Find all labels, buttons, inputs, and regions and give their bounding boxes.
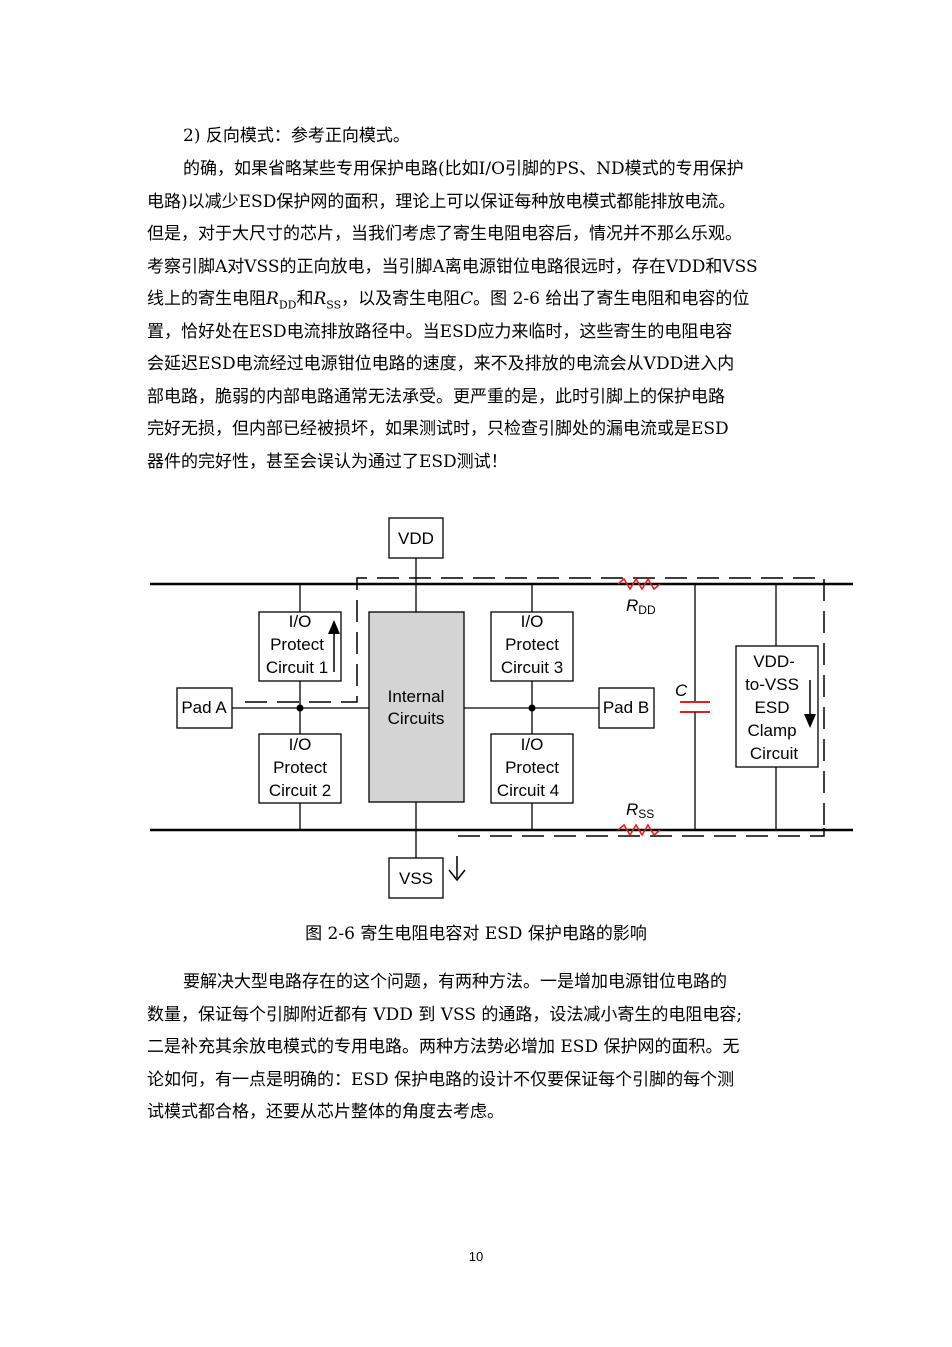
r-ss-resistor <box>617 823 661 837</box>
r-dd-label: RDD <box>626 596 656 617</box>
r-ss-label: RSS <box>626 800 654 821</box>
internal-circuits-label: Internal <box>388 687 445 706</box>
section-item: 2) 反向模式：参考正向模式。 <box>147 120 807 153</box>
paragraph-2: 要解决大型电路存在的这个问题，有两种方法。一是增加电源钳位电路的 数量，保证每个… <box>147 966 807 1129</box>
io3-label: Protect <box>505 635 559 654</box>
paragraph-1-line: 考察引脚A对VSS的正向放电，当引脚A离电源钳位电路很远时，存在VDD和VSS <box>147 256 758 277</box>
paragraph-1-line-rich: 线上的寄生电阻RDD和RSS，以及寄生电阻C。图 2-6 给出了寄生电阻和电容的… <box>147 289 750 312</box>
paragraph-1-line: 完好无损，但内部已经被损坏，如果测试时，只检查引脚处的漏电流或是ESD <box>147 419 729 439</box>
io4-label: Protect <box>505 758 559 777</box>
r-dd-resistor <box>617 577 661 591</box>
io3-label: I/O <box>521 612 544 631</box>
vdd-label: VDD <box>398 529 434 548</box>
io4-label: I/O <box>521 735 544 754</box>
paragraph-1-line: 置，恰好处在ESD电流排放路径中。当ESD应力来临时，这些寄生的电阻电容 <box>147 321 733 342</box>
paragraph-1-line: 部电路，脆弱的内部电路通常无法承受。更严重的是，此时引脚上的保护电路 <box>147 386 725 407</box>
internal-circuits-label: Circuits <box>388 709 445 728</box>
paragraph-1-line: 的确，如果省略某些专用保护电路(比如I/O引脚的PS、ND模式的专用保护 <box>183 159 744 179</box>
clamp-label: Circuit <box>750 744 798 763</box>
vss-label: VSS <box>399 869 433 888</box>
paragraph-1-line: 会延迟ESD电流经过电源钳位电路的速度，来不及排放的电流会从VDD进入内 <box>147 354 735 374</box>
io3-label: Circuit 3 <box>501 658 563 677</box>
io2-label: I/O <box>289 735 312 754</box>
italic-symbol: C <box>460 289 474 309</box>
paragraph-2-line: 论如何，有一点是明确的：ESD 保护电路的设计不仅要保证每个引脚的每个测 <box>147 1069 735 1090</box>
clamp-label: Clamp <box>747 721 796 740</box>
paragraph-1-line: 但是，对于大尺寸的芯片，当我们考虑了寄生电阻电容后，情况并不那么乐观。 <box>147 224 742 244</box>
internal-circuits-box <box>368 611 465 803</box>
subscript: DD <box>278 298 297 312</box>
io-protect-circuit-1 <box>258 611 342 682</box>
esd-discharge-path-top <box>245 577 825 830</box>
clamp-down-arrow-icon <box>804 680 816 728</box>
io1-label: Protect <box>270 635 324 654</box>
paragraph-2-line: 数量，保证每个引脚附近都有 VDD 到 VSS 的通路，设法减小寄生的电阻电容; <box>147 1004 743 1025</box>
io2-label: Protect <box>273 758 327 777</box>
io1-up-arrow-icon <box>328 620 340 672</box>
section-item-text: 2) 反向模式：参考正向模式。 <box>183 126 410 146</box>
figure-caption: 图 2-6 寄生电阻电容对 ESD 保护电路的影响 <box>305 924 647 944</box>
io1-label: I/O <box>289 612 312 631</box>
paragraph-1-line: 电路)以减少ESD保护网的面积，理论上可以保证每种放电模式都能排放电流。 <box>147 191 736 212</box>
capacitor-label: C <box>675 681 688 700</box>
io4-label: Circuit 4 <box>497 781 559 800</box>
page-number: 10 <box>468 1249 484 1264</box>
italic-symbol: R <box>313 289 327 309</box>
paragraph-2-line: 二是补充其余放电模式的专用电路。两种方法势必增加 ESD 保护网的面积。无 <box>147 1037 740 1057</box>
io-protect-circuit-4 <box>490 733 574 804</box>
io-protect-circuit-2 <box>258 733 342 804</box>
paragraph-2-line: 试模式都合格，还要从芯片整体的角度去考虑。 <box>147 1102 504 1122</box>
clamp-label: ESD <box>755 698 790 717</box>
pad-b-label: Pad B <box>603 698 649 717</box>
clamp-label: VDD- <box>753 652 795 671</box>
vdd-box <box>388 517 444 559</box>
clamp-label: to-VSS <box>745 675 799 694</box>
pad-a-box <box>176 687 233 729</box>
vss-down-arrow-icon <box>448 856 466 882</box>
esd-clamp-circuit <box>735 645 819 768</box>
italic-symbol: R <box>266 289 279 309</box>
subscript: SS <box>326 298 342 312</box>
paragraph-1: 的确，如果省略某些专用保护电路(比如I/O引脚的PS、ND模式的专用保护 电路)… <box>147 153 807 478</box>
pad-b-box <box>598 687 655 729</box>
esd-discharge-path-bottom <box>458 828 825 837</box>
pad-a-label: Pad A <box>181 698 227 717</box>
io-protect-circuit-3 <box>490 611 574 682</box>
paragraph-2-line: 要解决大型电路存在的这个问题，有两种方法。一是增加电源钳位电路的 <box>183 972 727 992</box>
esd-circuit-figure: VDD VSS Internal Circuits Pad A Pad B I/… <box>150 517 853 899</box>
paragraph-1-line: 器件的完好性，甚至会误认为通过了ESD测试！ <box>147 451 508 472</box>
io1-label: Circuit 1 <box>266 658 328 677</box>
io2-label: Circuit 2 <box>269 781 331 800</box>
